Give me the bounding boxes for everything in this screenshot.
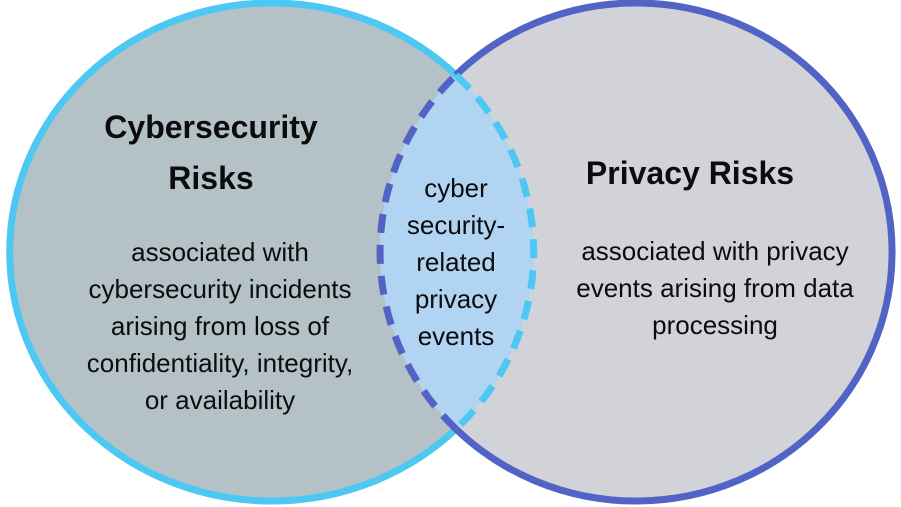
privacy-circle-border [453, 0, 896, 505]
cybersecurity-dashed-arc [453, 72, 538, 432]
cybersecurity-circle-border [6, 0, 459, 505]
overlap-lens-shape [380, 75, 534, 429]
overlap-label: cyber security- related privacy events [406, 173, 506, 351]
cybersecurity-circle-shape [10, 3, 534, 501]
cybersecurity-circle-title: Cybersecurity Risks [104, 109, 318, 196]
privacy-dashed-arc [376, 72, 459, 432]
privacy-circle-shape [380, 3, 892, 501]
privacy-circle-title: Privacy Risks [585, 155, 795, 191]
privacy-circle-description: associated with privacy events arising f… [576, 236, 854, 340]
cybersecurity-circle-description: associated with cybersecurity incidents … [86, 237, 354, 415]
